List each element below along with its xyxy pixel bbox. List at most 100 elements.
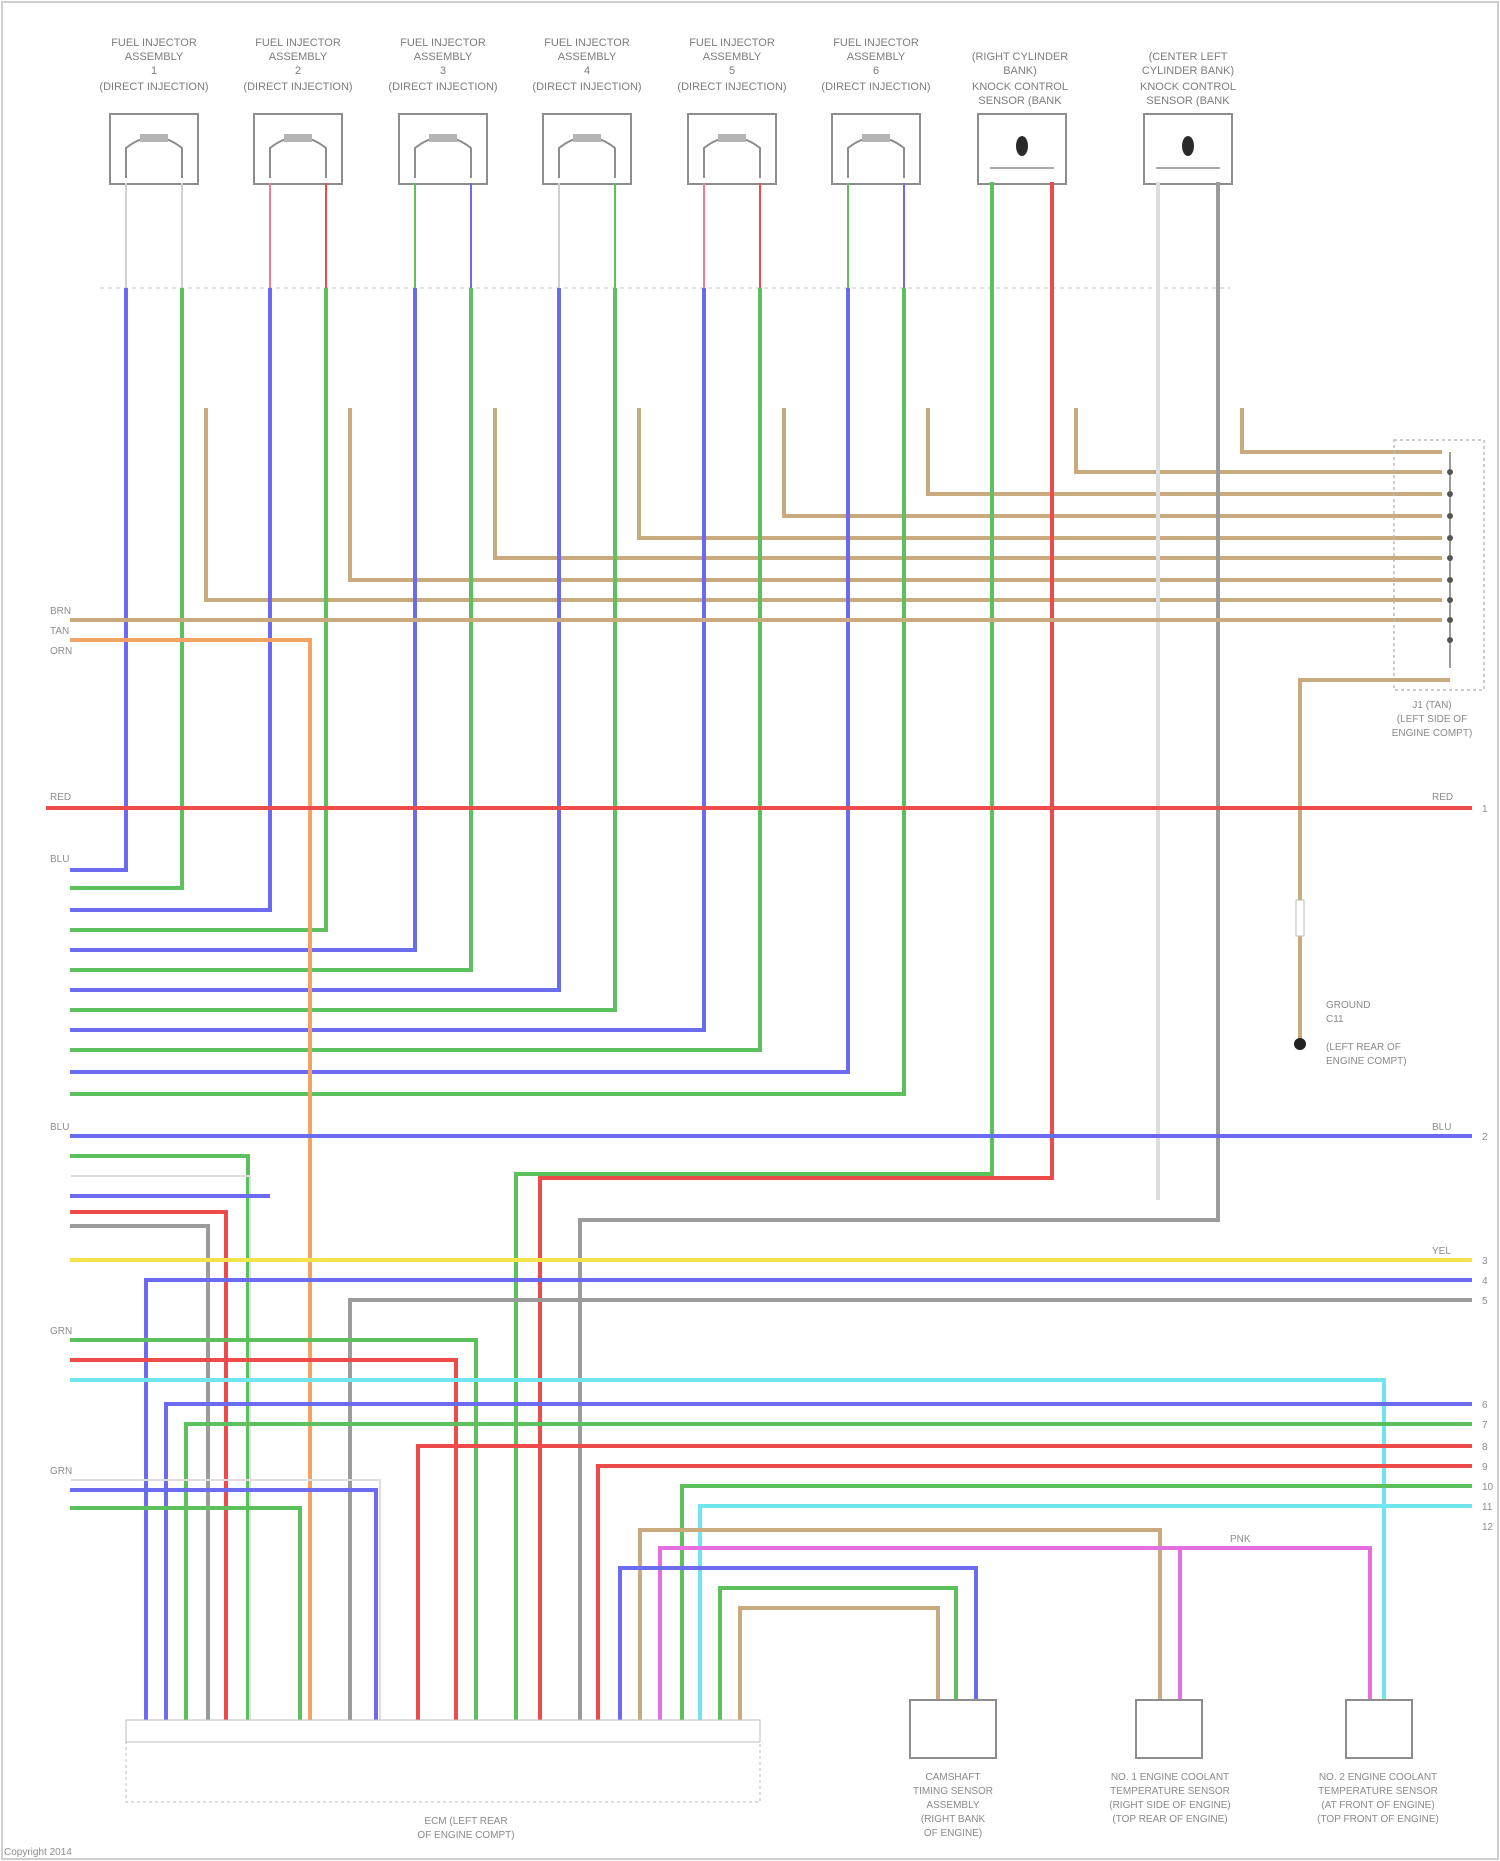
- svg-text:BLU: BLU: [1432, 1122, 1451, 1133]
- svg-text:8: 8: [1482, 1442, 1488, 1453]
- svg-text:4: 4: [1482, 1276, 1488, 1287]
- svg-text:TEMPERATURE SENSOR: TEMPERATURE SENSOR: [1318, 1786, 1438, 1797]
- svg-text:ASSEMBLY: ASSEMBLY: [558, 51, 617, 63]
- svg-text:(DIRECT INJECTION): (DIRECT INJECTION): [821, 81, 930, 93]
- svg-text:RED: RED: [50, 792, 71, 803]
- svg-text:5: 5: [729, 65, 735, 77]
- svg-text:(DIRECT INJECTION): (DIRECT INJECTION): [99, 81, 208, 93]
- svg-text:FUEL INJECTOR: FUEL INJECTOR: [544, 37, 630, 49]
- svg-text:(RIGHT CYLINDER: (RIGHT CYLINDER: [972, 51, 1068, 63]
- svg-text:GRN: GRN: [50, 1466, 72, 1477]
- injector-2-box: [254, 114, 342, 184]
- svg-text:1: 1: [151, 65, 157, 77]
- splice-j1: J1 (TAN) (LEFT SIDE OF ENGINE COMPT): [1300, 440, 1484, 739]
- svg-text:TEMPERATURE SENSOR: TEMPERATURE SENSOR: [1110, 1786, 1230, 1797]
- svg-text:6: 6: [873, 65, 879, 77]
- svg-text:10: 10: [1482, 1482, 1494, 1493]
- svg-text:BRN: BRN: [50, 606, 71, 617]
- svg-text:11: 11: [1482, 1502, 1493, 1513]
- right-refs: 1 2 3 4 5 6 7 8 9 10 11 12: [1482, 804, 1494, 1533]
- svg-text:NO. 1 ENGINE COOLANT: NO. 1 ENGINE COOLANT: [1111, 1772, 1229, 1783]
- ground-c11: GROUND C11 (LEFT REAR OF ENGINE COMPT): [1294, 900, 1407, 1067]
- svg-text:1: 1: [1482, 804, 1488, 815]
- svg-text:FUEL INJECTOR: FUEL INJECTOR: [689, 37, 775, 49]
- svg-text:FUEL INJECTOR: FUEL INJECTOR: [833, 37, 919, 49]
- svg-text:12: 12: [1482, 1522, 1494, 1533]
- svg-text:GROUND: GROUND: [1326, 1000, 1370, 1011]
- svg-text:7: 7: [1482, 1420, 1488, 1431]
- svg-text:ENGINE COMPT): ENGINE COMPT): [1326, 1056, 1407, 1067]
- wires: [48, 184, 1470, 1720]
- top-component-labels: FUEL INJECTOR ASSEMBLY 1 (DIRECT INJECTI…: [99, 37, 1236, 107]
- svg-text:YEL: YEL: [1432, 1246, 1451, 1257]
- svg-text:KNOCK CONTROL: KNOCK CONTROL: [972, 81, 1068, 93]
- injector-1-box: [110, 114, 198, 184]
- svg-text:SENSOR (BANK: SENSOR (BANK: [1146, 95, 1230, 107]
- injector-4-label: FUEL INJECTOR ASSEMBLY 4 (DIRECT INJECTI…: [532, 37, 641, 93]
- svg-text:(LEFT SIDE OF: (LEFT SIDE OF: [1397, 714, 1467, 725]
- footer-copyright: Copyright 2014: [4, 1847, 72, 1858]
- svg-text:(TOP FRONT OF ENGINE): (TOP FRONT OF ENGINE): [1317, 1814, 1439, 1825]
- knock-sensor-right-label: (RIGHT CYLINDER BANK) KNOCK CONTROL SENS…: [972, 51, 1068, 107]
- svg-text:2: 2: [1482, 1132, 1488, 1143]
- svg-text:(LEFT REAR OF: (LEFT REAR OF: [1326, 1042, 1401, 1053]
- injector-6-box: [832, 114, 920, 184]
- top-components: [110, 114, 1232, 184]
- svg-text:(DIRECT INJECTION): (DIRECT INJECTION): [677, 81, 786, 93]
- svg-text:ASSEMBLY: ASSEMBLY: [926, 1800, 979, 1811]
- knock-sensor-left-box: [1144, 114, 1232, 184]
- svg-text:ASSEMBLY: ASSEMBLY: [847, 51, 906, 63]
- svg-text:SENSOR (BANK: SENSOR (BANK: [978, 95, 1062, 107]
- svg-text:3: 3: [1482, 1256, 1488, 1267]
- knock-sensor-left-label: (CENTER LEFT CYLINDER BANK) KNOCK CONTRO…: [1140, 51, 1236, 107]
- svg-text:9: 9: [1482, 1462, 1488, 1473]
- svg-text:ORN: ORN: [50, 646, 72, 657]
- svg-text:FUEL INJECTOR: FUEL INJECTOR: [111, 37, 197, 49]
- svg-text:(RIGHT SIDE OF ENGINE): (RIGHT SIDE OF ENGINE): [1109, 1800, 1231, 1811]
- svg-text:(CENTER LEFT: (CENTER LEFT: [1149, 51, 1228, 63]
- svg-text:ECM (LEFT REAR: ECM (LEFT REAR: [424, 1816, 507, 1827]
- svg-text:RED: RED: [1432, 792, 1453, 803]
- svg-text:OF ENGINE COMPT): OF ENGINE COMPT): [417, 1830, 514, 1841]
- coolant-sensor-2: NO. 2 ENGINE COOLANT TEMPERATURE SENSOR …: [1317, 1700, 1439, 1825]
- injector-5-label: FUEL INJECTOR ASSEMBLY 5 (DIRECT INJECTI…: [677, 37, 786, 93]
- svg-text:J1 (TAN): J1 (TAN): [1412, 700, 1451, 711]
- ecm-connector: ECM (LEFT REAR OF ENGINE COMPT): [126, 1720, 760, 1841]
- svg-text:GRN: GRN: [50, 1326, 72, 1337]
- injector-6-label: FUEL INJECTOR ASSEMBLY 6 (DIRECT INJECTI…: [821, 37, 930, 93]
- svg-text:6: 6: [1482, 1400, 1488, 1411]
- svg-text:BLU: BLU: [50, 1122, 69, 1133]
- svg-text:ASSEMBLY: ASSEMBLY: [703, 51, 762, 63]
- svg-text:(AT FRONT OF ENGINE): (AT FRONT OF ENGINE): [1321, 1800, 1434, 1811]
- coolant-sensor-1: NO. 1 ENGINE COOLANT TEMPERATURE SENSOR …: [1109, 1700, 1231, 1825]
- svg-text:(RIGHT BANK: (RIGHT BANK: [921, 1814, 986, 1825]
- injector-3-label: FUEL INJECTOR ASSEMBLY 3 (DIRECT INJECTI…: [388, 37, 497, 93]
- svg-text:NO. 2 ENGINE COOLANT: NO. 2 ENGINE COOLANT: [1319, 1772, 1437, 1783]
- svg-text:(DIRECT INJECTION): (DIRECT INJECTION): [532, 81, 641, 93]
- svg-text:CYLINDER BANK): CYLINDER BANK): [1142, 65, 1234, 77]
- svg-text:5: 5: [1482, 1296, 1488, 1307]
- svg-text:ASSEMBLY: ASSEMBLY: [269, 51, 328, 63]
- svg-text:KNOCK CONTROL: KNOCK CONTROL: [1140, 81, 1236, 93]
- svg-text:4: 4: [584, 65, 590, 77]
- injector-1-label: FUEL INJECTOR ASSEMBLY 1 (DIRECT INJECTI…: [99, 37, 208, 93]
- injector-3-box: [399, 114, 487, 184]
- svg-text:ASSEMBLY: ASSEMBLY: [414, 51, 473, 63]
- injector-4-box: [543, 114, 631, 184]
- svg-text:BLU: BLU: [50, 854, 69, 865]
- svg-text:(DIRECT INJECTION): (DIRECT INJECTION): [388, 81, 497, 93]
- camshaft-sensor: CAMSHAFT TIMING SENSOR ASSEMBLY (RIGHT B…: [910, 1700, 996, 1839]
- svg-text:ASSEMBLY: ASSEMBLY: [125, 51, 184, 63]
- svg-text:(DIRECT INJECTION): (DIRECT INJECTION): [243, 81, 352, 93]
- svg-text:BANK): BANK): [1003, 65, 1037, 77]
- svg-text:C11: C11: [1326, 1014, 1344, 1025]
- svg-text:3: 3: [440, 65, 446, 77]
- svg-text:PNK: PNK: [1230, 1534, 1251, 1545]
- svg-text:TAN: TAN: [50, 626, 69, 637]
- knock-sensor-right-box: [978, 114, 1066, 184]
- injector-5-box: [688, 114, 776, 184]
- injector-2-label: FUEL INJECTOR ASSEMBLY 2 (DIRECT INJECTI…: [243, 37, 352, 93]
- svg-text:TIMING SENSOR: TIMING SENSOR: [913, 1786, 993, 1797]
- svg-text:FUEL INJECTOR: FUEL INJECTOR: [400, 37, 486, 49]
